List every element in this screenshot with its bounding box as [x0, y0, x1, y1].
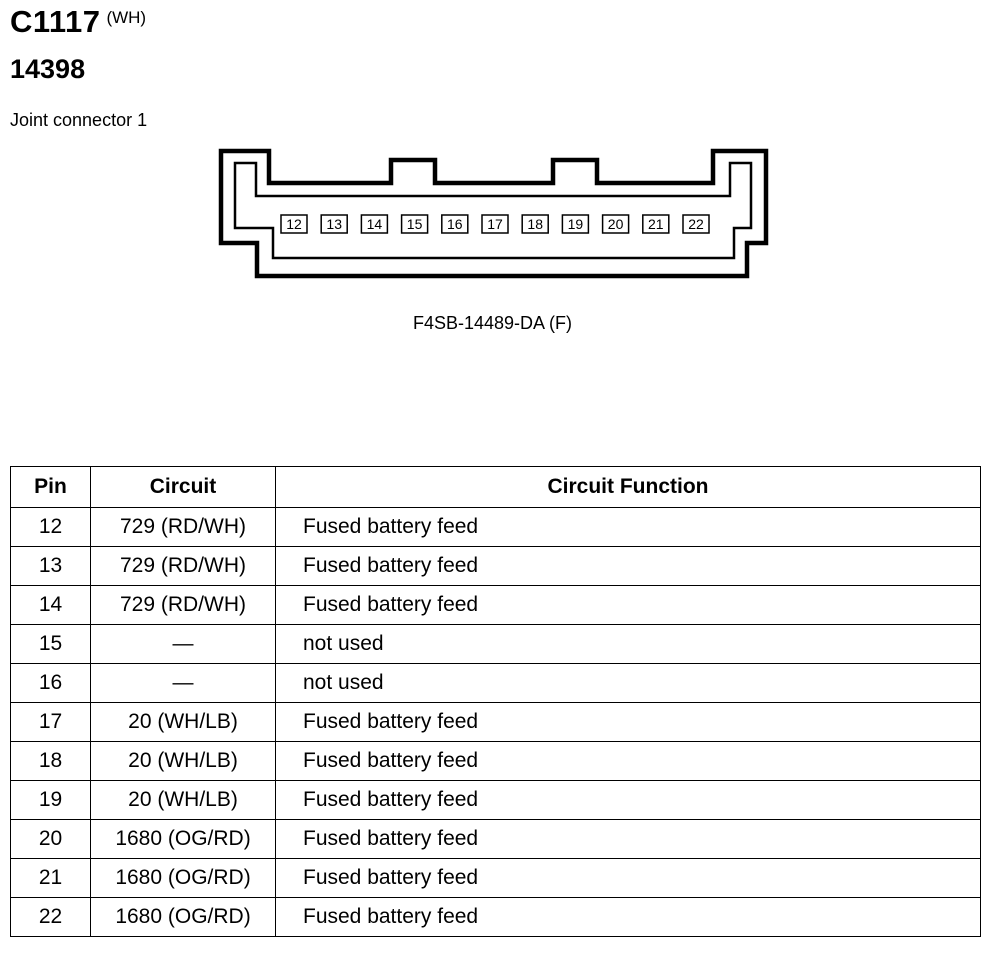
- cell-function: Fused battery feed: [275, 897, 981, 937]
- pin-number: 17: [487, 216, 503, 232]
- cell-circuit: —: [90, 624, 276, 664]
- cell-pin: 16: [10, 663, 91, 703]
- cell-pin: 17: [10, 702, 91, 742]
- connector-title: C1117 (WH): [10, 4, 146, 40]
- pin-number: 13: [326, 216, 342, 232]
- cell-function: not used: [275, 663, 981, 703]
- pin-box: [682, 214, 710, 234]
- pin-box: [521, 214, 549, 234]
- cell-function: Fused battery feed: [275, 741, 981, 781]
- part-number: 14398: [10, 54, 86, 84]
- cell-circuit: 20 (WH/LB): [90, 702, 276, 742]
- connector-description: Joint connector 1: [10, 110, 148, 130]
- pin-number: 14: [367, 216, 383, 232]
- pin-box: [481, 214, 509, 234]
- pin-table-header: Pin Circuit Circuit Function: [10, 466, 981, 508]
- pin-number: 18: [527, 216, 543, 232]
- connector-id: C1117: [10, 4, 101, 39]
- cell-function: Fused battery feed: [275, 507, 981, 547]
- pin-number: 20: [608, 216, 624, 232]
- cell-pin: 13: [10, 546, 91, 586]
- pin-number: 16: [447, 216, 463, 232]
- pin-box: [561, 214, 590, 234]
- connector-diagram: 12 13 14 15 16 17 18 19 20 21 22: [218, 148, 769, 279]
- cell-pin: 14: [10, 585, 91, 625]
- cell-circuit: 1680 (OG/RD): [90, 819, 276, 859]
- connector-outer-outline: [218, 148, 769, 279]
- table-row: 16—not used: [10, 663, 981, 703]
- pin-row: 12 13 14 15 16 17 18 19 20 21 22: [280, 214, 710, 234]
- cell-pin: 15: [10, 624, 91, 664]
- cell-circuit: 20 (WH/LB): [90, 741, 276, 781]
- cell-circuit: 20 (WH/LB): [90, 780, 276, 820]
- cell-pin: 19: [10, 780, 91, 820]
- pin-number: 19: [568, 216, 584, 232]
- cell-circuit: 729 (RD/WH): [90, 507, 276, 547]
- table-row: 15—not used: [10, 624, 981, 664]
- connector-color-tag: (WH): [106, 8, 147, 27]
- header-circuit: Circuit: [90, 466, 276, 508]
- cell-circuit: 729 (RD/WH): [90, 585, 276, 625]
- cell-circuit: 729 (RD/WH): [90, 546, 276, 586]
- part-code-text: F4SB-14489-DA (F): [412, 313, 573, 333]
- pin-box: [400, 214, 429, 234]
- connector-part-code: F4SB-14489-DA (F): [0, 313, 989, 334]
- header-circuit-function: Circuit Function: [275, 466, 981, 508]
- pin-box: [360, 214, 389, 234]
- cell-pin: 12: [10, 507, 91, 547]
- cell-function: Fused battery feed: [275, 780, 981, 820]
- cell-pin: 18: [10, 741, 91, 781]
- cell-pin: 22: [10, 897, 91, 937]
- pin-box: [280, 214, 308, 234]
- cell-circuit: 1680 (OG/RD): [90, 858, 276, 898]
- pin-number: 12: [286, 216, 302, 232]
- cell-function: Fused battery feed: [275, 702, 981, 742]
- cell-function: not used: [275, 624, 981, 664]
- pin-box: [601, 214, 630, 234]
- pin-box: [441, 214, 469, 234]
- cell-function: Fused battery feed: [275, 858, 981, 898]
- cell-pin: 20: [10, 819, 91, 859]
- cell-function: Fused battery feed: [275, 585, 981, 625]
- cell-circuit: 1680 (OG/RD): [90, 897, 276, 937]
- cell-circuit: —: [90, 663, 276, 703]
- cell-function: Fused battery feed: [275, 546, 981, 586]
- cell-pin: 21: [10, 858, 91, 898]
- pin-number: 21: [648, 216, 664, 232]
- connector-inner-outline: [233, 161, 753, 260]
- cell-function: Fused battery feed: [275, 819, 981, 859]
- pin-number: 15: [407, 216, 423, 232]
- header-pin: Pin: [10, 466, 91, 508]
- pin-number: 22: [688, 216, 704, 232]
- pin-box: [642, 214, 670, 234]
- pin-box: [320, 214, 348, 234]
